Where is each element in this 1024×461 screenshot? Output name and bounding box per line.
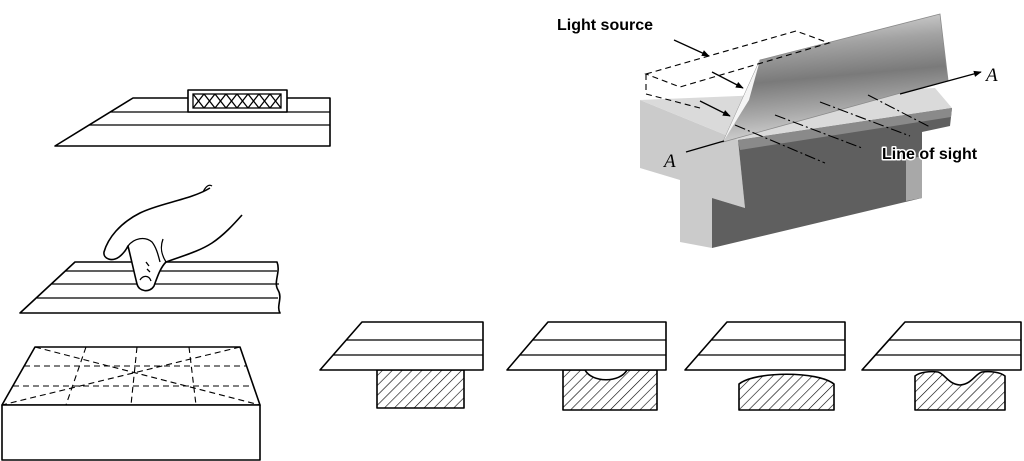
light-ray-arrow — [673, 39, 710, 57]
sight-line — [734, 124, 826, 164]
folded-finger — [160, 238, 167, 263]
straightedge-check-1 — [319, 321, 484, 409]
straightedge-body — [684, 321, 846, 371]
straightedge-check-3 — [684, 321, 846, 411]
ruler-end-bevel — [723, 60, 760, 142]
guide-rail-light-gap-check: Light source Line of sight A A — [557, 13, 998, 248]
section-line-left — [685, 140, 725, 153]
light-plane-outline — [644, 30, 831, 109]
rail-end-face — [640, 100, 745, 248]
workpiece-section-convex — [738, 373, 835, 411]
hand-icon — [103, 184, 243, 292]
plate-front-face — [1, 404, 261, 461]
rail-front-bevel — [738, 108, 952, 150]
section-a-right-label: A — [984, 65, 998, 86]
light-ray-arrow — [711, 71, 744, 89]
hand-outline — [103, 187, 243, 292]
workpiece-section-flat — [376, 369, 465, 409]
grip-knurling — [192, 93, 282, 109]
rail-right-patch — [906, 156, 922, 201]
light-source-label: Light source — [557, 17, 653, 34]
straightedge-with-grip — [54, 89, 331, 147]
straightedge-body — [861, 321, 1022, 371]
workpiece-section-wavy — [914, 370, 1006, 411]
section-arrow-right — [899, 70, 982, 95]
plate-diagonal — [34, 346, 261, 406]
section-a-left-label: A — [662, 151, 676, 172]
sight-line — [774, 114, 863, 149]
plate-top-face — [1, 346, 261, 406]
workpiece-section-concave — [562, 369, 658, 411]
straightedge-body — [506, 321, 667, 371]
surface-plate — [1, 346, 261, 461]
line-of-sight-label: Line of sight — [882, 146, 978, 163]
straightedge-check-4 — [861, 321, 1022, 411]
plate-diagonal — [1, 346, 241, 406]
knuckle-mark — [145, 261, 151, 273]
finger-crease — [127, 237, 161, 263]
sight-line — [819, 101, 911, 137]
straightedge-check-2 — [506, 321, 667, 411]
fingernail — [139, 275, 152, 282]
cuff-line — [202, 184, 213, 193]
hand-pressed-straightedge — [19, 184, 281, 314]
plate-grid-line — [65, 346, 87, 406]
sight-line — [867, 94, 931, 128]
light-ray-arrow — [699, 100, 731, 117]
straightedge-body — [319, 321, 484, 371]
